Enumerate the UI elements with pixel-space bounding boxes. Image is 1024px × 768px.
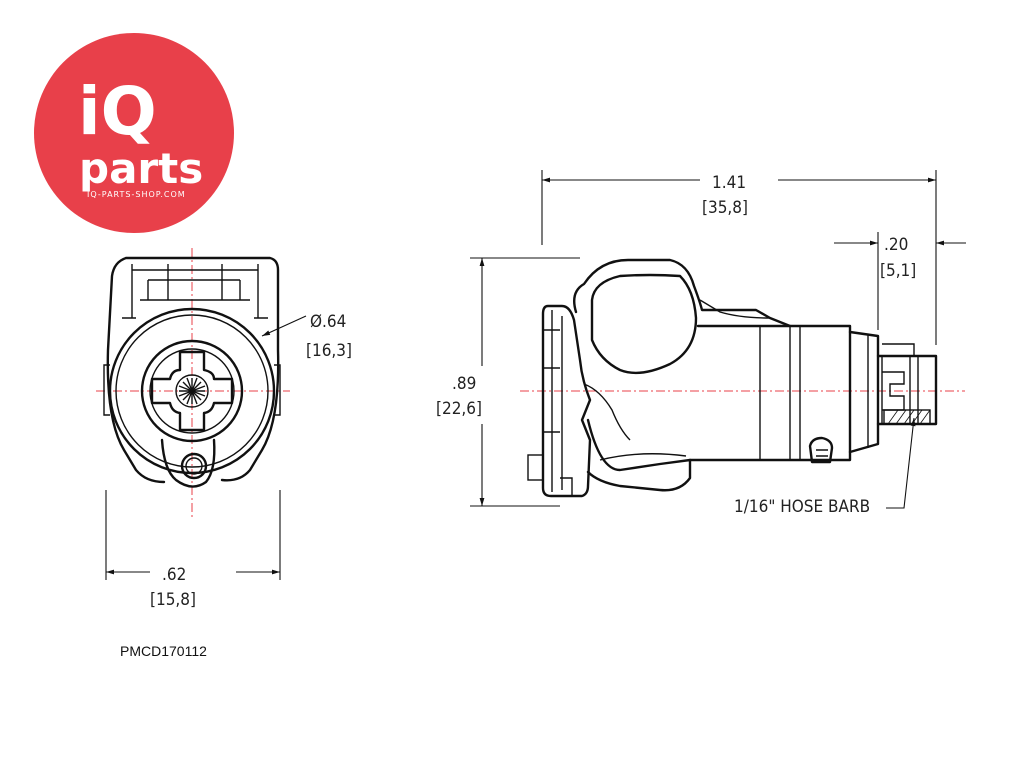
logo-brand-bottom: parts bbox=[79, 144, 203, 193]
logo-url: IQ-PARTS-SHOP.COM bbox=[87, 190, 186, 199]
width-dimension-metric: [15,8] bbox=[150, 590, 196, 610]
brand-logo[interactable]: iQ parts IQ-PARTS-SHOP.COM bbox=[34, 33, 234, 233]
hose-barb-callout: 1/16" HOSE BARB bbox=[734, 497, 870, 517]
logo-brand-top: iQ bbox=[78, 73, 157, 150]
width-dimension-label: .62 bbox=[162, 565, 186, 585]
diameter-dimension-label: Ø.64 bbox=[310, 312, 346, 332]
diameter-dimension-metric: [16,3] bbox=[306, 341, 352, 361]
part-number: PMCD170112 bbox=[120, 643, 207, 659]
height-dimension-metric: [22,6] bbox=[436, 399, 482, 419]
barb-length-dimension-label: .20 bbox=[884, 235, 908, 255]
length-dimension-metric: [35,8] bbox=[702, 198, 748, 218]
barb-length-dimension-metric: [5,1] bbox=[880, 261, 916, 281]
height-dimension-label: .89 bbox=[452, 374, 476, 394]
front-view: Ø.64 [16,3] .62 [15,8] bbox=[96, 248, 352, 610]
side-view: 1.41 [35,8] .20 [5,1] .89 [22,6] 1/16" H… bbox=[436, 170, 966, 517]
length-dimension-label: 1.41 bbox=[712, 173, 746, 193]
